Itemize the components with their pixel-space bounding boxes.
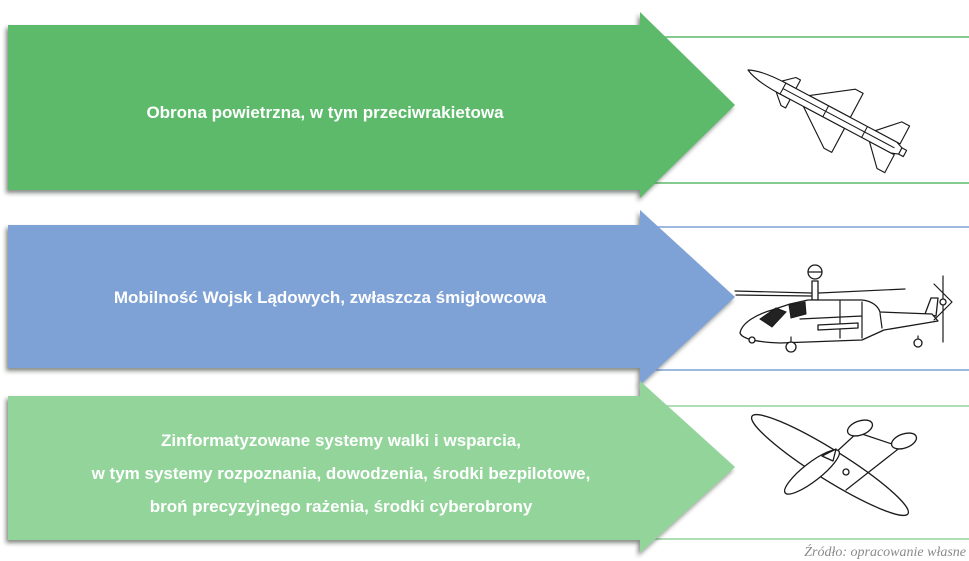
- band-3-arrow: [8, 381, 735, 553]
- band-2-arrow: [8, 210, 735, 385]
- band-2-rules: [640, 226, 969, 371]
- band-3-label-line-3: broń precyzyjnego rażenia, środki cybero…: [150, 497, 533, 516]
- band-3-label-line-1: Zinformatyzowane systemy walki i wsparci…: [161, 431, 521, 450]
- band-1-arrow: [8, 12, 735, 198]
- band-2-label: Mobilność Wojsk Lądowych, zwłaszcza śmig…: [114, 288, 547, 307]
- band-1-label: Obrona powietrzna, w tym przeciwrakietow…: [146, 103, 504, 122]
- band-3-rules: [640, 405, 969, 540]
- band-1-rules: [640, 36, 969, 184]
- helicopter-icon: [734, 264, 953, 353]
- band-3-label-line-2: w tym systemy rozpoznania, dowodzenia, ś…: [91, 464, 591, 483]
- missile-icon: [747, 69, 911, 174]
- source-note: Źródło: opracowanie własne: [804, 543, 966, 560]
- drone-icon: [750, 413, 918, 517]
